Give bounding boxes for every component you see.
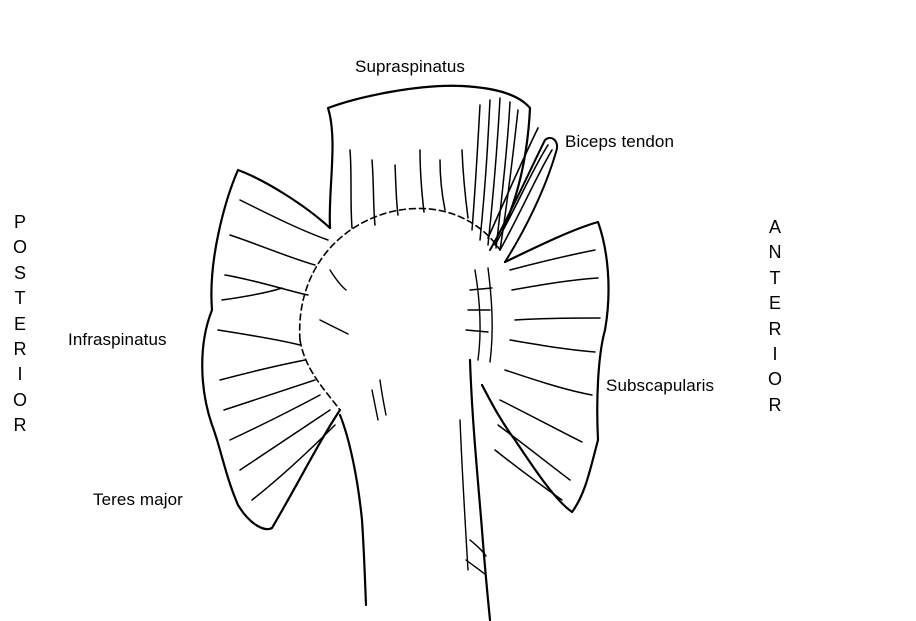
label-biceps-tendon: Biceps tendon bbox=[565, 132, 674, 152]
subscapularis-strokes bbox=[495, 250, 600, 500]
subscapularis-outline bbox=[482, 222, 609, 512]
infraspinatus-outline bbox=[202, 170, 340, 529]
side-label-letter: I bbox=[763, 342, 787, 367]
side-label-letter: O bbox=[763, 367, 787, 392]
side-label-letter: N bbox=[763, 240, 787, 265]
humerus-shaft-left bbox=[340, 415, 366, 605]
side-label-letter: R bbox=[8, 337, 32, 362]
side-label-letter: E bbox=[8, 312, 32, 337]
side-label-letter: R bbox=[8, 413, 32, 438]
side-label-letter: R bbox=[763, 393, 787, 418]
side-label-letter: T bbox=[763, 266, 787, 291]
biceps-tendon-outline bbox=[490, 138, 557, 262]
side-label-letter: R bbox=[763, 317, 787, 342]
side-label-letter: S bbox=[8, 261, 32, 286]
side-label-letter: P bbox=[8, 210, 32, 235]
side-label-letter: E bbox=[763, 291, 787, 316]
side-label-letter: T bbox=[8, 286, 32, 311]
humerus-shaft-right bbox=[470, 360, 490, 620]
infraspinatus-strokes bbox=[218, 200, 335, 500]
label-infraspinatus: Infraspinatus bbox=[68, 330, 167, 350]
label-teres-major: Teres major bbox=[93, 490, 183, 510]
label-supraspinatus: Supraspinatus bbox=[355, 57, 465, 77]
head-detail-strokes bbox=[320, 268, 492, 575]
side-label-letter: I bbox=[8, 362, 32, 387]
side-label-letter: O bbox=[8, 388, 32, 413]
label-subscapularis: Subscapularis bbox=[606, 376, 714, 396]
side-label-letter: A bbox=[763, 215, 787, 240]
side-label-letter: O bbox=[8, 235, 32, 260]
